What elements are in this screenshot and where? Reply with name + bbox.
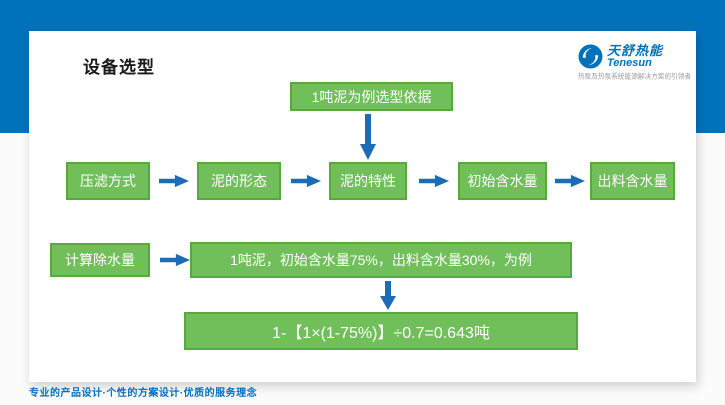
- arrow-down-icon: [360, 114, 376, 165]
- tenesun-logo-icon: [578, 44, 603, 69]
- logo-tagline: 热泵及热泵系统能源解决方案的引领者: [578, 73, 692, 81]
- page-title: 设备选型: [83, 58, 155, 77]
- flow-node-formula: 1-【1×(1-75%)】÷0.7=0.643吨: [184, 312, 578, 350]
- arrow-right-icon: [555, 174, 585, 193]
- slide-footer-slogan: 专业的产品设计·个性的方案设计·优质的服务理念: [29, 388, 258, 399]
- arrow-down-icon: [380, 281, 396, 315]
- flow-node-step: 初始含水量: [458, 162, 547, 200]
- arrow-right-icon: [159, 174, 189, 193]
- flow-node-step: 出料含水量: [590, 162, 675, 200]
- flow-node-example: 1吨泥，初始含水量75%，出料含水量30%，为例: [190, 242, 572, 278]
- flow-node-selection-basis: 1吨泥为例选型依据: [290, 82, 453, 111]
- flow-node-step: 泥的形态: [197, 162, 281, 200]
- arrow-right-icon: [419, 174, 449, 193]
- slide-content-card: 设备选型 天舒热能 Tenesun 热泵及热泵系统能源解决方案的引领者 1吨泥为…: [29, 31, 696, 382]
- logo-name-en: Tenesun: [607, 57, 652, 69]
- logo-name-cn: 天舒热能: [607, 43, 664, 58]
- arrow-right-icon: [291, 174, 321, 193]
- company-logo: 天舒热能 Tenesun 热泵及热泵系统能源解决方案的引领者: [578, 44, 696, 82]
- arrow-right-icon: [160, 253, 190, 272]
- flow-node-step: 泥的特性: [329, 162, 407, 200]
- flow-node-step: 压滤方式: [66, 162, 150, 200]
- flow-node-calc-label: 计算除水量: [50, 243, 150, 277]
